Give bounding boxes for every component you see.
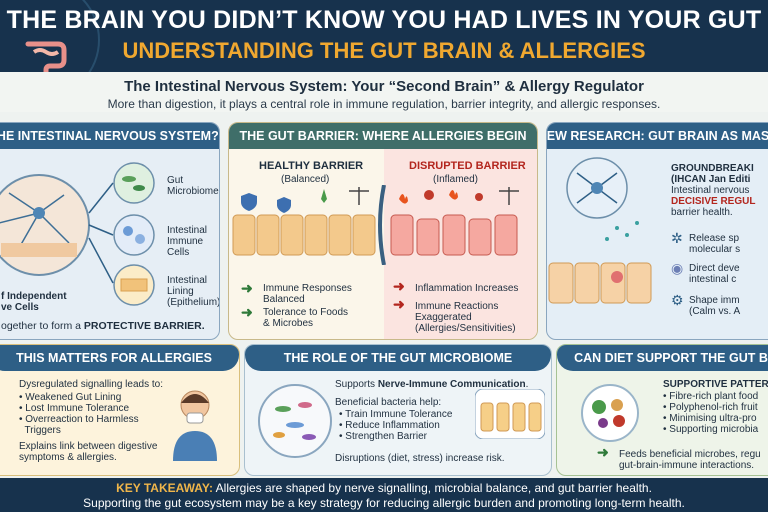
main-subtitle: UNDERSTANDING THE GUT BRAIN & ALLERGIES (122, 38, 646, 63)
action-3: Shape imm(Calm vs. A (689, 295, 741, 317)
takeaway-line-2: Supporting the gut ecosystem may be a ke… (83, 496, 685, 510)
research-line-3: barrier health. (671, 207, 733, 218)
arrow-icon: ➜ (393, 296, 405, 312)
bullet-3: • Strengthen Barrier (339, 431, 427, 442)
lining-icon (475, 389, 545, 439)
healthy-sub: (Balanced) (281, 174, 330, 185)
risk: Disruptions (diet, stress) increase risk… (335, 453, 505, 464)
bullet-1: • Fibre-rich plant food (663, 391, 759, 402)
disrupted-point-1: Inflammation Increases (415, 283, 519, 294)
panel-heading: NEW RESEARCH: GUT BRAIN AS MASTER (547, 123, 768, 149)
panel-heading: THE INTESTINAL NERVOUS SYSTEM? (0, 123, 219, 149)
bullet-2: • Lost Immune Tolerance (19, 403, 130, 414)
main-title: THE BRAIN YOU DIDN’T KNOW YOU HAD LIVES … (6, 6, 762, 34)
food-plate-icon (581, 384, 639, 442)
intestine-icon (25, 41, 67, 72)
helps: Beneficial bacteria help: (335, 397, 442, 408)
description: More than digestion, it plays a central … (107, 97, 661, 111)
arrow-icon: ➜ (241, 280, 253, 296)
panel-heading: THIS MATTERS FOR ALLERGIES (0, 345, 239, 371)
badge-line-2: (IHCAN Jan Editi (671, 174, 751, 185)
decoration-ring (0, 0, 100, 72)
shape-icon: ⚙ (671, 292, 684, 308)
disrupted-note: (Allergies/Sensitivities) (415, 323, 516, 334)
panel1-footer: ogether to form a PROTECTIVE BARRIER. (1, 320, 205, 332)
footer-banner (0, 478, 768, 512)
bullet-2: • Polyphenol-rich fruit (663, 402, 758, 413)
molecule-icon: ✲ (671, 230, 683, 246)
bullet-2: • Reduce Inflammation (339, 420, 440, 431)
panel-diet: CAN DIET SUPPORT THE GUT B SUPPORTIVE PA… (556, 344, 768, 476)
bullet-4: • Supporting microbia (663, 424, 759, 435)
neuron-diagram-icon (0, 162, 155, 306)
panel-microbiome: THE ROLE OF THE GUT MICROBIOME Supports … (244, 344, 552, 476)
arrow-icon: ➜ (241, 304, 253, 320)
bullet-3: • Overreaction to Harmless Triggers (19, 414, 139, 436)
barrier-illustration (232, 185, 519, 265)
panel-gut-barrier: THE GUT BARRIER: WHERE ALLERGIES BEGIN H… (228, 122, 538, 340)
research-line-2: DECISIVE REGUL (671, 196, 756, 207)
research-line-1: Intestinal nervous (671, 185, 750, 196)
panel-heading: THE GUT BARRIER: WHERE ALLERGIES BEGIN (229, 123, 537, 149)
bullet-1: • Weakened Gut Lining (19, 392, 122, 403)
supports: Supports Nerve-Immune Communication. (335, 379, 529, 390)
badge-line-1: GROUNDBREAKI (671, 163, 754, 174)
panel-new-research: NEW RESEARCH: GUT BRAIN AS MASTER GROUND… (546, 122, 768, 340)
bullet-3: • Minimising ultra-pro (663, 413, 757, 424)
healthy-point-2: Tolerance to Foods& Microbes (263, 307, 349, 329)
intro: Dysregulated signalling leads to: (19, 379, 163, 390)
takeaway-line-1: KEY TAKEAWAY: Allergies are shaped by ne… (116, 481, 652, 495)
bacteria-dish-icon (258, 384, 332, 458)
bullet-1: • Train Immune Tolerance (339, 409, 453, 420)
intro-band (0, 72, 768, 112)
disrupted-title: DISRUPTED BARRIER (409, 160, 526, 172)
sick-person-icon (173, 390, 217, 461)
panel-heading: THE ROLE OF THE GUT MICROBIOME (245, 345, 551, 371)
disrupted-sub: (Inflamed) (433, 174, 479, 185)
pattern-title: SUPPORTIVE PATTER (663, 379, 768, 390)
header-banner (0, 0, 768, 72)
arrow-icon: ➜ (393, 278, 405, 294)
arrow-icon: ➜ (597, 444, 609, 460)
neuron-cells-icon (548, 157, 652, 304)
panel-allergies: THIS MATTERS FOR ALLERGIES Dysregulated … (0, 344, 240, 476)
tagline: The Intestinal Nervous System: Your “Sec… (124, 78, 644, 95)
healthy-title: HEALTHY BARRIER (259, 160, 364, 172)
cell-icon: ◉ (671, 260, 684, 276)
panel-heading: CAN DIET SUPPORT THE GUT B (557, 345, 768, 371)
